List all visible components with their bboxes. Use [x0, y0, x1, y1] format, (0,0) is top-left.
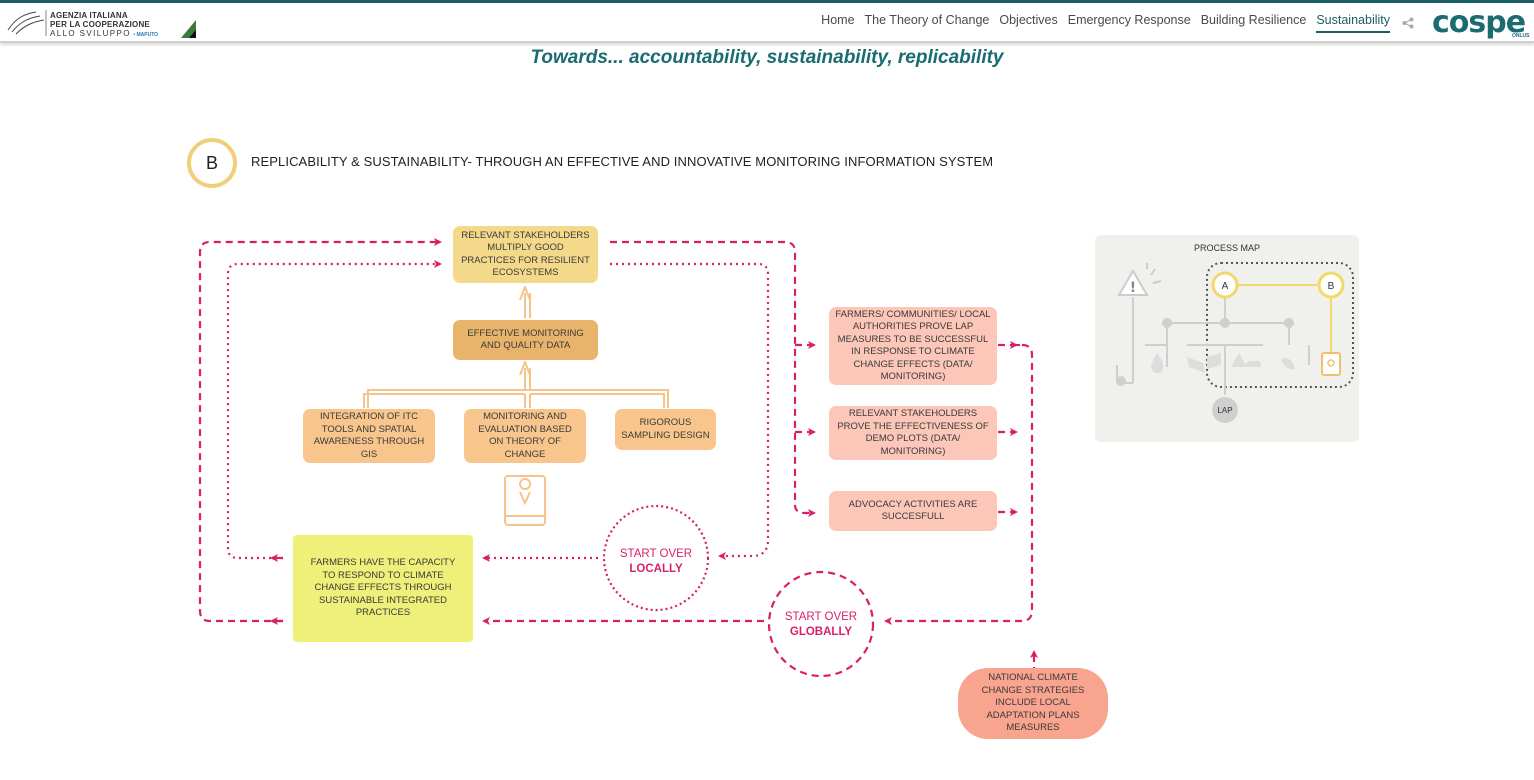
process-map-panel: PROCESS MAP ! — [1095, 235, 1359, 442]
section-heading: REPLICABILITY & SUSTAINABILITY- THROUGH … — [251, 154, 994, 169]
start-locally-circle — [602, 504, 710, 612]
arrow-farmers-to-stakeholders-outer — [198, 238, 442, 623]
node-advocacy: ADVOCACY ACTIVITIES ARE SUCCESFULL — [829, 491, 997, 531]
process-node-b-label: B — [1328, 281, 1335, 292]
header-bar: AGENZIA ITALIANA PER LA COOPERAZIONE ALL… — [0, 3, 1534, 43]
start-locally-line2: LOCALLY — [629, 563, 683, 575]
storm-icon — [1231, 353, 1261, 367]
node-monitoring-evaluation: MONITORING AND EVALUATION BASED ON THEOR… — [464, 409, 586, 463]
node-farmers-capacity: FARMERS HAVE THE CAPACITY TO RESPOND TO … — [293, 535, 473, 642]
start-globally-circle — [767, 570, 875, 678]
nav-theory-of-change[interactable]: The Theory of Change — [864, 13, 990, 27]
aics-line2: PER LA COOPERAZIONE — [50, 20, 150, 29]
start-globally-line1: START OVER — [784, 611, 858, 623]
process-tablet-icon — [1321, 352, 1341, 376]
node-prove-demo-plots: RELEVANT STAKEHOLDERS PROVE THE EFFECTIV… — [829, 406, 997, 460]
nav-home[interactable]: Home — [821, 13, 855, 27]
node-effective-monitoring: EFFECTIVE MONITORING AND QUALITY DATA — [453, 320, 598, 360]
cospe-logo-sub: ONLUS — [1512, 33, 1530, 39]
share-icon[interactable] — [1402, 16, 1414, 34]
arrow-right-spine-to-start-globally — [884, 343, 1034, 625]
process-map-frame — [1206, 262, 1354, 388]
tablet-icon — [504, 475, 546, 526]
arrow-farmers-to-stakeholders-inner — [226, 260, 442, 560]
share-icon-svg — [1402, 17, 1414, 29]
nav-sustainability[interactable]: Sustainability — [1316, 13, 1390, 33]
top-accent-line — [0, 0, 1534, 3]
node-itc-tools: INTEGRATION OF ITC TOOLS AND SPATIAL AWA… — [303, 409, 435, 463]
sun-icon — [1146, 263, 1162, 284]
start-globally-line2: GLOBALLY — [789, 626, 853, 638]
start-locally-label: START OVER LOCALLY — [604, 547, 708, 577]
process-node-b: B — [1317, 271, 1345, 299]
node-national-strategies: NATIONAL CLIMATE CHANGE STRATEGIES INCLU… — [958, 668, 1108, 739]
node-stakeholders: RELEVANT STAKEHOLDERS MULTIPLY GOOD PRAC… — [453, 226, 598, 283]
warning-icon: ! — [1117, 269, 1149, 296]
node-prove-lap: FARMERS/ COMMUNITIES/ LOCAL AUTHORITIES … — [829, 307, 997, 385]
nav-objectives[interactable]: Objectives — [999, 13, 1058, 27]
section-badge: B — [187, 138, 237, 188]
orange-tree-connectors — [363, 293, 669, 408]
process-node-a-label: A — [1222, 281, 1229, 292]
drop-icon — [1151, 353, 1164, 374]
aics-line3: ALLO SVILUPPO — [50, 29, 131, 38]
start-globally-label: START OVER GLOBALLY — [769, 610, 873, 640]
node-sampling-design: RIGOROUS SAMPLING DESIGN — [615, 409, 716, 450]
page-title: Towards... accountability, sustainabilit… — [530, 47, 1004, 68]
start-locally-line1: START OVER — [619, 548, 693, 560]
aics-logo[interactable]: AGENZIA ITALIANA PER LA COOPERAZIONE ALL… — [6, 8, 196, 38]
process-map-title: PROCESS MAP — [1193, 243, 1260, 253]
process-map-graphic: ! A B LAP — [1116, 262, 1354, 423]
main-nav: Home The Theory of Change Objectives Eme… — [811, 13, 1390, 33]
warning-icon-glyph: ! — [1130, 280, 1136, 296]
aics-logo-text: AGENZIA ITALIANA PER LA COOPERAZIONE ALL… — [50, 11, 158, 40]
nav-building-resilience[interactable]: Building Resilience — [1200, 13, 1307, 27]
aics-line1: AGENZIA ITALIANA — [50, 11, 128, 20]
process-lap-node: LAP — [1212, 397, 1238, 423]
cospe-logo[interactable]: cospe — [1432, 5, 1526, 40]
book-icon — [1187, 353, 1221, 373]
aics-logo-mark — [7, 10, 196, 38]
arrow-stakeholders-to-advocacy — [610, 240, 816, 517]
process-node-a: A — [1211, 271, 1239, 299]
aics-maputo: • MAPUTO — [133, 32, 159, 38]
chili-icon — [1281, 358, 1295, 370]
process-lap-label: LAP — [1217, 406, 1232, 415]
nav-emergency-response[interactable]: Emergency Response — [1067, 13, 1191, 27]
